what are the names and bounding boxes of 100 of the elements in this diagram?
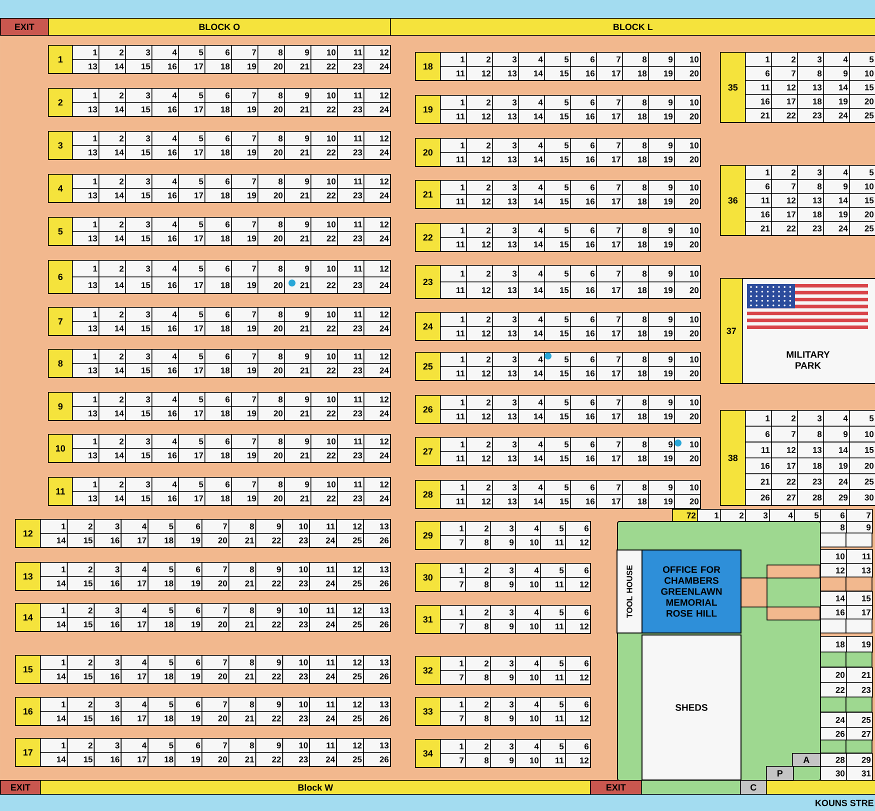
plot-cell: 15 [125,231,152,246]
plot-cell: 11 [337,392,364,407]
plot-cell: 23 [337,59,364,74]
plot-cell: 15 [544,66,571,81]
plot-cell: 16 [152,59,179,74]
plot-cell: 10 [849,179,875,194]
plot-cell: 16 [152,145,179,160]
section-number: 18 [415,52,441,81]
plot-cell: 22 [255,617,284,632]
plot-cell: 10 [674,95,701,110]
plot-cell: 12 [565,670,591,685]
plot-cell: 12 [466,326,493,341]
plot-cell: 6 [570,223,597,238]
plot-cell: 7 [231,174,258,189]
plot-cell: 7 [771,179,798,194]
plot-cell: 5 [849,165,875,180]
plot-cell: 24 [364,102,391,117]
plot-cell: 26 [363,669,391,684]
plot-cell: 4 [152,45,179,60]
plot-cell: 13 [72,59,100,74]
plot-cell: 19 [231,276,258,294]
plot-cell: 12 [771,442,798,458]
plot-cell: 3 [492,52,519,67]
plot-cell: 1 [40,697,68,712]
plot-cell: 1 [440,697,466,712]
plot-cell: 2 [66,603,95,618]
section-block [720,278,875,384]
plot-cell: 1 [440,265,467,282]
plot-cell: 13 [846,563,873,578]
plot-cell: 1 [440,395,467,410]
plot-cell: 5 [540,521,566,536]
plot-cell: 6 [174,603,202,618]
plot-cell: 8 [622,223,649,238]
plot-cell: 16 [570,152,597,167]
plot-cell: 3 [125,392,152,407]
plot-cell: 16 [94,669,122,684]
plot-cell: 2 [66,738,95,753]
plot-cell: 11 [540,577,566,592]
plot-cell: 5 [178,477,206,492]
plot-cell: 6 [565,563,591,578]
plot-cell: 8 [258,174,285,189]
plot-cell: 5 [544,138,571,153]
street-bar [766,780,875,795]
plot-cell: 3 [94,738,122,753]
plot-cell: 9 [284,349,312,364]
plot-cell: 18 [797,207,824,222]
plot-cell: 13 [363,738,391,753]
section-block [48,174,391,203]
plot-cell: 8 [622,138,649,153]
plot-cell: 21 [284,491,312,506]
plot-cell: 14 [518,237,545,252]
plot-cell: 2 [466,265,493,282]
plot-cell: 11 [337,217,364,232]
plot-cell: 1 [440,437,467,452]
plot-cell: 21 [284,59,312,74]
plot-cell: 2 [465,656,491,671]
plot-cell: 19 [823,207,850,222]
plot-cell: 24 [309,752,337,767]
plot-cell: 23 [337,491,364,506]
plot-cell: 17 [771,94,798,109]
plot-cell: 12 [466,109,493,124]
plot-cell: 25 [336,533,364,548]
plot-cell: 4 [152,307,179,322]
plot-cell: 19 [174,576,202,591]
plot-cell: 21 [745,473,772,490]
plot-cell: 17 [596,494,623,509]
plot-cell: 11 [540,711,566,726]
plot-cell: 20 [202,576,230,591]
plot-cell: 10 [674,312,701,327]
plot-cell: 19 [174,752,202,767]
plot-cell: 3 [125,88,152,103]
plot-cell: 10 [282,697,310,712]
plot-cell: 13 [363,697,391,712]
plot-cell: 8 [228,603,256,618]
plot-cell: 20 [202,533,230,548]
plot-cell: 3 [492,265,519,282]
plot-cell: 21 [228,576,256,591]
plot-cell: 18 [622,409,649,424]
plot-cell: 17 [596,282,623,299]
plot-cell: 13 [363,655,391,670]
plot-cell: 9 [255,603,284,618]
plot-cell: 6 [174,562,202,577]
plot-cell: 1 [72,307,100,322]
plot-cell: 14 [518,109,545,124]
plot-cell: 24 [823,473,850,490]
plot-cell: 10 [674,52,701,67]
plot-cell: 15 [125,448,152,463]
plot-cell: 10 [282,738,310,753]
plot-cell: 22 [310,276,338,294]
plot-cell: 8 [622,395,649,410]
plot-cell: 1 [440,180,467,195]
section-block [415,52,701,81]
section-block [415,480,701,509]
plot-cell: 16 [745,94,772,109]
plot-cell: 2 [466,395,493,410]
section-number: 13 [15,562,41,591]
plot-cell: 17 [178,321,206,336]
plot-cell: 19 [648,109,675,124]
plot-cell: 1 [72,260,100,278]
plot-cell: 14 [98,363,126,378]
